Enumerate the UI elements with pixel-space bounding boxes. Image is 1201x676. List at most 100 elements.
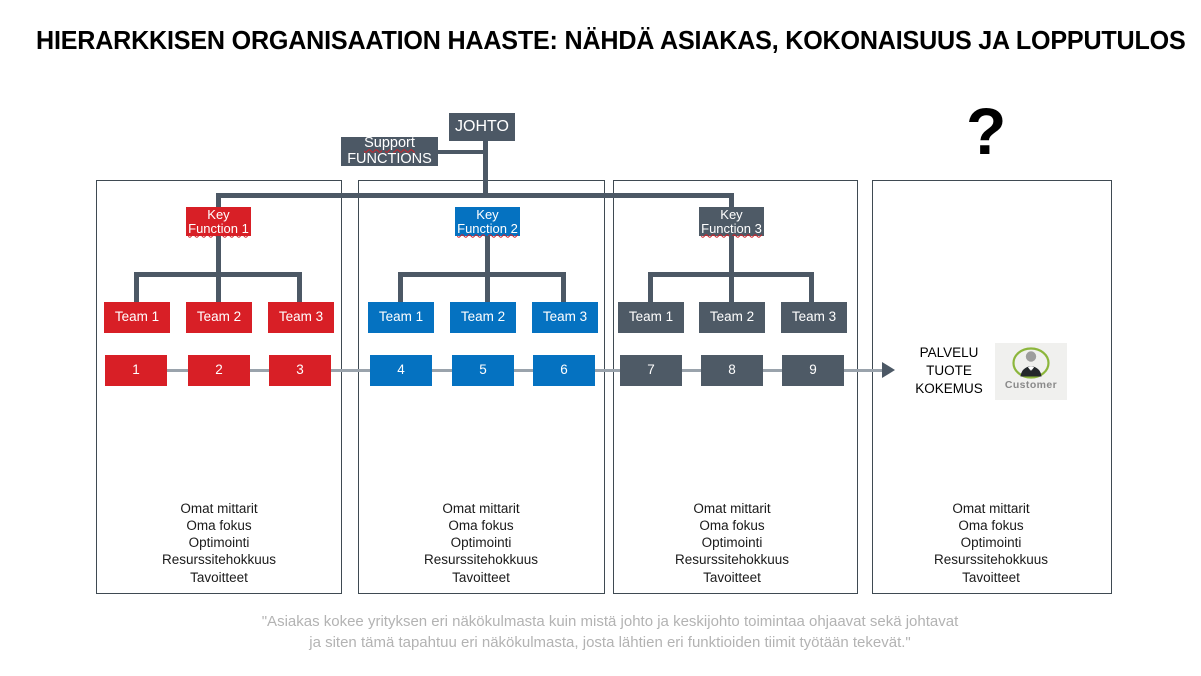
johto-stem-line [483,141,488,196]
node-step-1[interactable]: 1 [105,355,167,386]
node-col3-team-1[interactable]: Team 1 [618,302,684,333]
flow-line-segment-9 [844,369,884,372]
node-col2-team-2[interactable]: Team 2 [450,302,516,333]
node-col1-team-3[interactable]: Team 3 [268,302,334,333]
footer-quote: "Asiakas kokee yrityksen eri näkökulmast… [150,611,1070,654]
col2-attribute-4: Resurssitehokkuus [423,552,539,568]
col1-attribute-3: Optimointi [188,535,250,551]
col1-attribute-1: Omat mittarit [180,501,258,516]
kf1-team2-drop-line [216,272,221,303]
node-support-label-line1: Support [364,135,415,152]
node-col2-team-3[interactable]: Team 3 [532,302,598,333]
step-9-label: 9 [809,362,817,378]
flow-line-segment-8 [763,369,785,372]
kf3-stem-line [729,236,734,272]
footer-quote-line2: ja siten tämä tapahtuu eri näkökulmasta,… [309,634,911,652]
flow-line-segment-4 [432,369,455,372]
col2-attribute-2: Oma fokus [448,518,514,534]
flow-line-segment-5 [514,369,537,372]
outcome-attribute-list: Omat mittarit Oma fokus Optimointi Resur… [871,500,1111,586]
outcome-keyword-2: TUOTE [926,362,972,378]
col1-attribute-5: Tavoitteet [190,569,248,585]
flow-arrow-icon [882,362,895,378]
col2-team-1-label: Team 1 [378,309,424,325]
col3-attribute-1: Omat mittarit [693,501,771,516]
step-7-label: 7 [647,362,655,378]
kf3-team1-drop-line [648,272,653,303]
step-5-label: 5 [479,362,487,378]
outcome-attribute-4: Resurssitehokkuus [933,552,1049,568]
node-step-7[interactable]: 7 [620,355,682,386]
outcome-keywords: PALVELU TUOTE KOKEMUS [900,344,998,397]
col3-attribute-4: Resurssitehokkuus [674,552,790,568]
key-function-1-label-line2: Function 1 [188,220,249,236]
col2-attribute-5: Tavoitteet [452,569,510,585]
node-johto-label: JOHTO [455,117,509,135]
node-col1-team-1[interactable]: Team 1 [104,302,170,333]
kf2-team2-drop-line [485,272,490,303]
col1-team-2-label: Team 2 [196,309,242,325]
col2-attribute-3: Optimointi [450,535,512,551]
kf1-team3-drop-line [297,272,302,303]
node-step-2[interactable]: 2 [188,355,250,386]
support-connector-line [438,150,486,154]
kf3-team3-drop-line [809,272,814,303]
key-function-2-label-line1: Key [476,206,499,222]
customer-person-icon [1008,345,1054,381]
node-step-6[interactable]: 6 [533,355,595,386]
node-step-9[interactable]: 9 [782,355,844,386]
col1-attribute-list: Omat mittarit Oma fokus Optimointi Resur… [99,500,339,586]
col3-team-1-label: Team 1 [628,309,674,325]
col1-attribute-4: Resurssitehokkuus [161,552,277,568]
step-3-label: 3 [296,362,304,378]
col1-attribute-2: Oma fokus [186,518,252,534]
node-col3-team-3[interactable]: Team 3 [781,302,847,333]
key-function-bus-left-drop [216,193,221,207]
kf2-stem-line [485,236,490,272]
node-key-function-2[interactable]: Key Function 2 [455,207,520,236]
outcome-keyword-1: PALVELU [919,345,979,360]
col3-attribute-5: Tavoitteet [703,569,761,585]
step-4-label: 4 [397,362,405,378]
outcome-attribute-2: Oma fokus [958,518,1024,534]
node-step-4[interactable]: 4 [370,355,432,386]
key-function-2-label-line2: Function 2 [457,220,518,236]
key-function-3-label-line2: Function 3 [701,220,762,236]
node-key-function-1[interactable]: Key Function 1 [186,207,251,236]
customer-card[interactable]: Customer [995,343,1067,400]
kf3-team2-drop-line [729,272,734,303]
col3-team-3-label: Team 3 [791,309,837,325]
col2-team-2-label: Team 2 [460,309,506,325]
node-step-3[interactable]: 3 [269,355,331,386]
step-6-label: 6 [560,362,568,378]
node-johto[interactable]: JOHTO [449,113,515,141]
flow-line-segment-2 [249,369,272,372]
flow-line-segment-7 [682,369,704,372]
outcome-panel [872,180,1112,594]
col2-team-3-label: Team 3 [542,309,588,325]
node-col3-team-2[interactable]: Team 2 [699,302,765,333]
outcome-keyword-3: KOKEMUS [915,380,983,396]
node-col1-team-2[interactable]: Team 2 [186,302,252,333]
key-function-bus-line [216,193,734,198]
col2-attribute-list: Omat mittarit Oma fokus Optimointi Resur… [361,500,601,586]
flow-line-segment-1 [167,369,191,372]
column-panel-3 [613,180,858,594]
node-step-8[interactable]: 8 [701,355,763,386]
col3-attribute-3: Optimointi [701,535,763,551]
key-function-3-label-line1: Key [720,206,743,222]
outcome-attribute-3: Optimointi [960,535,1022,551]
node-col2-team-1[interactable]: Team 1 [368,302,434,333]
outcome-attribute-5: Tavoitteet [962,569,1020,585]
key-function-1-label-line1: Key [207,206,230,222]
key-function-bus-right-drop [729,193,734,207]
flow-line-segment-6 [595,369,623,372]
col2-attribute-1: Omat mittarit [442,501,520,516]
node-key-function-3[interactable]: Key Function 3 [699,207,764,236]
node-step-5[interactable]: 5 [452,355,514,386]
flow-line-segment-3 [331,369,373,372]
column-panel-1 [96,180,342,594]
node-support-functions[interactable]: Support FUNCTIONS [341,135,438,166]
col3-attribute-2: Oma fokus [699,518,765,534]
kf2-team1-drop-line [398,272,403,303]
